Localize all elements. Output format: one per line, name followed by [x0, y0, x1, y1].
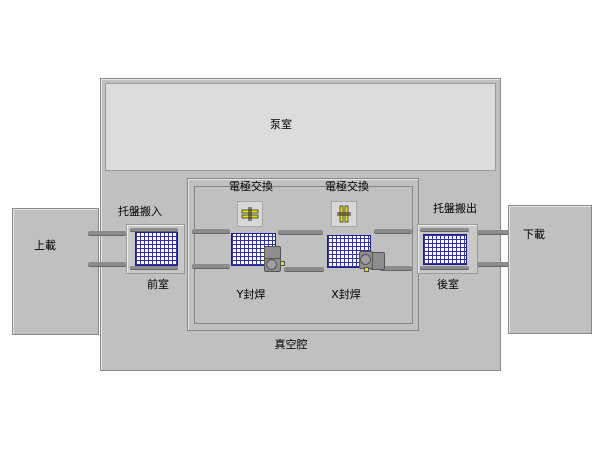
y-weld-label: Y封焊	[236, 288, 266, 301]
tray-in-label: 托盤搬入	[118, 205, 162, 218]
rail	[88, 262, 126, 266]
rear-chamber-label: 後室	[437, 278, 459, 291]
rail	[374, 229, 412, 233]
front-chamber-label: 前室	[147, 278, 169, 291]
rail	[192, 264, 230, 268]
tray-out-label: 托盤搬出	[433, 202, 477, 215]
rail	[192, 229, 230, 233]
tray-grid	[135, 232, 178, 266]
x-weld-electrode-pin	[364, 267, 369, 272]
load-label: 上載	[34, 239, 56, 252]
rail	[88, 231, 126, 235]
electrode-change-label-1: 電極交換	[229, 180, 273, 193]
weld-area-inner	[194, 186, 413, 324]
tray-grid	[423, 234, 467, 265]
vacuum-chamber-label: 真空腔	[274, 338, 308, 351]
unload-label: 下載	[523, 228, 545, 241]
electrode-icon-horizontal[interactable]	[237, 201, 263, 227]
pump-room[interactable]	[105, 83, 496, 171]
y-weld-roller	[266, 259, 277, 270]
rail	[284, 267, 324, 271]
electrode-icon-vertical[interactable]	[331, 201, 357, 227]
rail	[477, 230, 509, 234]
electrode-change-label-2: 電極交換	[325, 180, 369, 193]
rail	[380, 266, 412, 270]
y-weld-electrode-pin	[280, 261, 285, 266]
rail	[130, 228, 178, 231]
x-weld-label: X封焊	[331, 288, 361, 301]
rail	[420, 266, 469, 269]
load-station[interactable]	[12, 208, 99, 335]
x-weld-roller	[360, 254, 371, 265]
rail	[420, 228, 469, 231]
rail	[477, 262, 509, 266]
unload-station[interactable]	[508, 205, 592, 334]
rail	[130, 266, 178, 269]
rail	[278, 230, 323, 234]
pump-room-label: 泵室	[270, 118, 292, 131]
